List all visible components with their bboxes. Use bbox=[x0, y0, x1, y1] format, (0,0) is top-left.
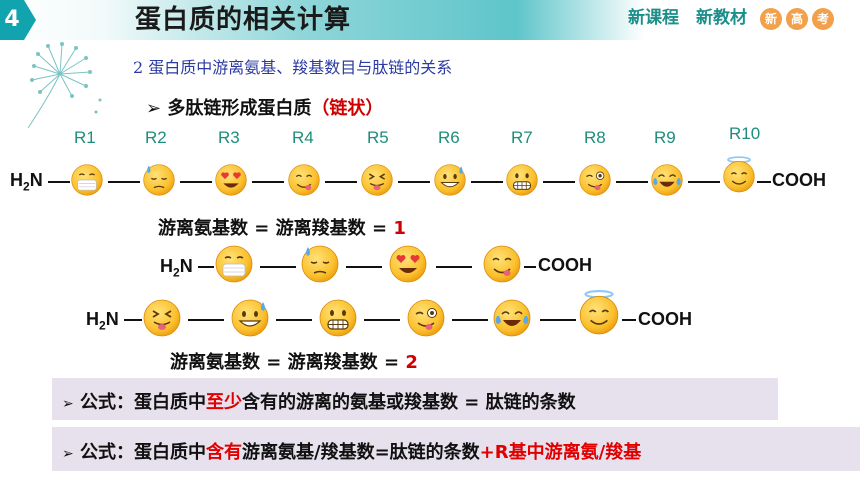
grimace-emoji-icon bbox=[505, 163, 539, 197]
yum-emoji-icon bbox=[482, 244, 522, 284]
sweat-emoji-icon bbox=[142, 163, 176, 197]
tears-joy-emoji-icon bbox=[492, 298, 532, 338]
bond bbox=[622, 319, 636, 321]
r-label: R9 bbox=[654, 128, 676, 147]
wink-tongue-emoji-icon bbox=[578, 163, 612, 197]
bond bbox=[540, 319, 576, 321]
bond bbox=[124, 319, 142, 321]
bond bbox=[364, 319, 400, 321]
bond bbox=[524, 266, 536, 268]
bond bbox=[260, 266, 296, 268]
dandelion-icon bbox=[27, 42, 102, 129]
grin-sweat-emoji-icon bbox=[433, 163, 467, 197]
squint-emoji-icon bbox=[360, 163, 394, 197]
bond bbox=[346, 266, 382, 268]
amino-group-1: H2N bbox=[10, 170, 43, 194]
tears-joy-emoji-icon bbox=[650, 163, 684, 197]
heading-red-text: （链状） bbox=[311, 98, 384, 119]
page-title: 蛋白质的相关计算 bbox=[135, 5, 352, 35]
badge-high: 高 bbox=[786, 8, 808, 30]
bond bbox=[48, 181, 70, 183]
r-label: R10 bbox=[729, 124, 761, 143]
bond bbox=[276, 319, 312, 321]
amino-group-3: H2N bbox=[86, 309, 119, 333]
heading-bullet-icon: ➢ bbox=[146, 98, 168, 119]
sweat-emoji-icon bbox=[300, 244, 340, 284]
bond bbox=[398, 181, 430, 183]
r-label: R5 bbox=[367, 128, 389, 147]
formula-2: ➢ 公式：蛋白质中含有游离氨基/羧基数=肽链的条数+R基中游离氨/羧基 bbox=[62, 442, 642, 463]
carboxyl-group-3: COOH bbox=[638, 309, 692, 329]
bond bbox=[616, 181, 648, 183]
wink-tongue-emoji-icon bbox=[406, 298, 446, 338]
slide-number: 4 bbox=[0, 0, 24, 40]
badge-new: 新 bbox=[760, 8, 782, 30]
squint-emoji-icon bbox=[142, 298, 182, 338]
formula-box-1 bbox=[52, 378, 778, 420]
grimace-emoji-icon bbox=[318, 298, 358, 338]
equation-1: 游离氨基数 = 游离羧基数 = 1 bbox=[158, 218, 406, 239]
r-label: R7 bbox=[511, 128, 533, 147]
r-label: R8 bbox=[584, 128, 606, 147]
mask-emoji-icon bbox=[70, 163, 104, 197]
header-bar bbox=[0, 0, 860, 40]
halo-emoji-icon bbox=[722, 156, 756, 194]
yum-emoji-icon bbox=[287, 163, 321, 197]
bond bbox=[688, 181, 720, 183]
bond bbox=[452, 319, 488, 321]
brand-new-textbook: 新教材 bbox=[696, 8, 747, 28]
slide-number-tab bbox=[24, 0, 36, 40]
r-label: R1 bbox=[74, 128, 96, 147]
bond bbox=[471, 181, 503, 183]
formula-box-2 bbox=[52, 427, 860, 471]
mask-emoji-icon bbox=[214, 244, 254, 284]
bond bbox=[543, 181, 575, 183]
carboxyl-group-2: COOH bbox=[538, 255, 592, 275]
heading-text: 多肽链形成蛋白质 bbox=[167, 98, 312, 119]
bond bbox=[757, 181, 771, 183]
bond bbox=[198, 266, 214, 268]
halo-emoji-icon bbox=[578, 290, 620, 336]
heart-eyes-emoji-icon bbox=[214, 163, 248, 197]
formula-1: ➢ 公式：蛋白质中至少含有的游离的氨基或羧基数 = 肽链的条数 bbox=[62, 392, 576, 413]
badge-exam: 考 bbox=[812, 8, 834, 30]
bond bbox=[180, 181, 212, 183]
amino-group-2: H2N bbox=[160, 256, 193, 280]
r-label: R3 bbox=[218, 128, 240, 147]
bond bbox=[108, 181, 140, 183]
carboxyl-group-1: COOH bbox=[772, 170, 826, 190]
grin-sweat-emoji-icon bbox=[230, 298, 270, 338]
r-label: R2 bbox=[145, 128, 167, 147]
bullet-icon: ➢ bbox=[62, 396, 74, 412]
bond bbox=[252, 181, 284, 183]
brand-new-course: 新课程 bbox=[628, 8, 679, 28]
section-heading: ➢ 多肽链形成蛋白质（链状） bbox=[146, 94, 383, 120]
r-label: R4 bbox=[292, 128, 314, 147]
bond bbox=[325, 181, 357, 183]
heart-eyes-emoji-icon bbox=[388, 244, 428, 284]
bond bbox=[436, 266, 472, 268]
bullet-icon: ➢ bbox=[62, 446, 74, 462]
r-label: R6 bbox=[438, 128, 460, 147]
subtitle: 2 蛋白质中游离氨基、羧基数目与肽链的关系 bbox=[133, 58, 453, 77]
equation-2: 游离氨基数 = 游离羧基数 = 2 bbox=[170, 352, 418, 373]
bond bbox=[188, 319, 224, 321]
